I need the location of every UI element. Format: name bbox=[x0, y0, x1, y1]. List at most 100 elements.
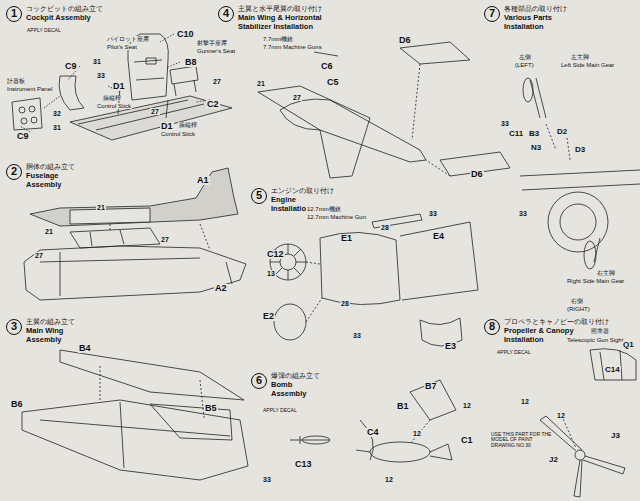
main-wing bbox=[100, 366, 204, 418]
step-marker: 1コックピットの組み立てCockpit Assembly bbox=[6, 6, 22, 22]
part-number: C9 bbox=[64, 62, 78, 71]
various-parts bbox=[560, 204, 596, 240]
step-title-en: Fuselage Assembly bbox=[26, 171, 75, 189]
annotation: 計器板 bbox=[6, 78, 26, 84]
part-number: E1 bbox=[340, 234, 353, 243]
bomb-parts bbox=[290, 436, 330, 444]
paint-code: 33 bbox=[518, 210, 528, 217]
annotation: 7.7mm機銃 bbox=[262, 36, 294, 42]
propeller-canopy bbox=[540, 416, 625, 497]
part-number: C6 bbox=[320, 62, 334, 71]
annotation: パイロット座席 bbox=[106, 36, 150, 42]
part-number: E3 bbox=[444, 342, 457, 351]
annotation: USE THIS PART FOR THE MODEL OF PAINT DRA… bbox=[490, 432, 554, 448]
bomb-parts bbox=[360, 420, 373, 460]
engine-parts bbox=[274, 304, 306, 340]
part-number: C5 bbox=[326, 78, 340, 87]
paint-code: 33 bbox=[428, 210, 438, 217]
step-marker: 5エンジンの取り付けEngine Installation bbox=[251, 188, 267, 204]
fuselage-halves bbox=[30, 168, 238, 226]
step-titles: コックピットの組み立てCockpit Assembly bbox=[26, 4, 103, 22]
part-number: C9 bbox=[16, 132, 30, 141]
step-titles: 胴体の組み立てFuselage Assembly bbox=[26, 162, 75, 189]
step-number: 8 bbox=[484, 319, 500, 335]
step-title-jp: 爆弾の組み立て bbox=[271, 371, 320, 380]
paint-code: 12 bbox=[556, 412, 566, 419]
cockpit-parts bbox=[70, 96, 232, 140]
step-title-jp: プロペラとキャノピーの取り付け bbox=[504, 317, 609, 326]
part-number: D2 bbox=[556, 128, 568, 136]
paint-code: 13 bbox=[266, 270, 276, 277]
paint-code: 21 bbox=[96, 204, 106, 211]
wing-installation bbox=[280, 99, 426, 162]
propeller-canopy bbox=[540, 349, 636, 497]
bomb-parts bbox=[356, 444, 452, 460]
step-title-jp: 胴体の組み立て bbox=[26, 162, 75, 171]
part-number: B7 bbox=[424, 382, 438, 391]
fuselage-halves bbox=[24, 246, 246, 300]
engine-parts bbox=[400, 222, 478, 300]
wing-installation bbox=[258, 42, 510, 178]
paint-code: 12 bbox=[412, 430, 422, 437]
cockpit-parts bbox=[59, 76, 84, 110]
step-number: 5 bbox=[251, 188, 267, 204]
paint-code: 33 bbox=[352, 332, 362, 339]
cockpit-parts bbox=[12, 98, 42, 130]
annotation: (LEFT) bbox=[514, 62, 535, 68]
step-title-jp: 各種部品の取り付け bbox=[504, 4, 567, 13]
step-number: 6 bbox=[251, 373, 267, 389]
annotation: 照準器 bbox=[590, 328, 610, 334]
paint-code: 21 bbox=[256, 80, 266, 87]
step-number: 7 bbox=[484, 6, 500, 22]
step-titles: 主翼と水平尾翼の取り付けMain Wing & Horizontal Stabi… bbox=[238, 4, 322, 31]
annotation: Gunner's Seat bbox=[196, 48, 236, 54]
paint-code: 32 bbox=[52, 110, 62, 117]
part-number: C11 bbox=[508, 130, 524, 138]
wing-installation bbox=[412, 64, 450, 176]
wing-installation bbox=[258, 86, 370, 178]
annotation: Pilot's Seat bbox=[106, 44, 138, 50]
step-marker: 6爆弾の組み立てBomb Assembly bbox=[251, 373, 267, 389]
fuselage-halves bbox=[90, 230, 124, 246]
part-number: Q1 bbox=[622, 341, 635, 349]
part-number: N3 bbox=[530, 144, 542, 152]
annotation: (RIGHT) bbox=[566, 306, 591, 312]
part-number: C12 bbox=[266, 250, 285, 259]
bomb-parts bbox=[302, 436, 330, 444]
various-parts bbox=[594, 238, 600, 262]
cockpit-parts bbox=[31, 117, 37, 123]
annotation: 7.7mm Machine Guns bbox=[262, 44, 323, 50]
part-number: D6 bbox=[398, 36, 412, 45]
paint-code: 33 bbox=[262, 476, 272, 483]
annotation: Control Stick bbox=[96, 103, 132, 109]
step-marker: 4主翼と水平尾翼の取り付けMain Wing & Horizontal Stab… bbox=[218, 6, 234, 22]
step-title-jp: 主翼の組み立て bbox=[26, 317, 75, 326]
engine-parts bbox=[270, 214, 478, 346]
paint-code: 28 bbox=[340, 300, 350, 307]
paint-code: 27 bbox=[150, 108, 160, 115]
cockpit-parts bbox=[21, 118, 27, 124]
annotation: Control Stick bbox=[160, 131, 196, 137]
main-wing bbox=[22, 400, 248, 480]
annotation: Instrument Panel bbox=[6, 86, 53, 92]
paint-code: 27 bbox=[292, 94, 302, 101]
step-marker: 8プロペラとキャノピーの取り付けPropeller & Canopy Insta… bbox=[484, 319, 500, 335]
step-title-jp: 主翼と水平尾翼の取り付け bbox=[238, 4, 322, 13]
fuselage-halves bbox=[40, 252, 232, 296]
step-title-en: Bomb Assembly bbox=[271, 380, 320, 398]
various-parts bbox=[584, 241, 596, 269]
various-parts bbox=[523, 78, 533, 102]
step-title-en: Main Wing & Horizontal Stabilizer Instal… bbox=[238, 13, 322, 31]
part-number: C10 bbox=[176, 30, 195, 39]
annotation: 右側 bbox=[570, 298, 584, 304]
paint-code: 27 bbox=[160, 236, 170, 243]
annotation: APPLY DECAL bbox=[26, 28, 62, 33]
various-parts bbox=[546, 124, 570, 160]
paint-code: 31 bbox=[92, 58, 102, 65]
annotation: 12.7mm Machine Gun bbox=[306, 214, 367, 220]
part-number: B4 bbox=[78, 344, 92, 353]
paint-code: 12 bbox=[462, 402, 472, 409]
cockpit-parts bbox=[170, 66, 198, 96]
main-wing bbox=[40, 402, 230, 468]
fuselage-halves bbox=[70, 208, 150, 224]
